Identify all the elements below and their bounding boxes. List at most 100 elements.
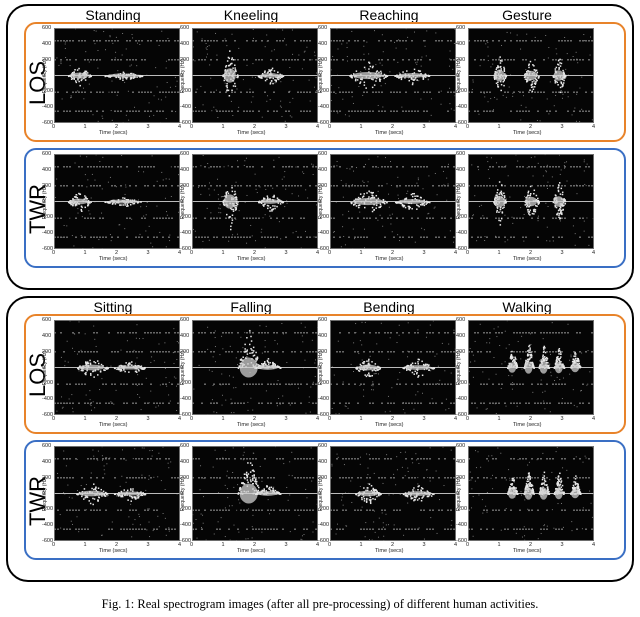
y-tick-label: -600: [318, 120, 330, 126]
x-tick-label: 4: [454, 124, 458, 130]
x-tick-label: 4: [178, 416, 182, 422]
y-tick-label: -600: [456, 538, 468, 544]
x-tick-label: 2: [529, 542, 533, 548]
y-tick-label: -600: [42, 120, 54, 126]
y-tick-label: -400: [42, 230, 54, 237]
x-tick-label: 1: [497, 416, 501, 422]
y-tick-label: -600: [456, 246, 468, 252]
y-tick-label: 600: [42, 317, 52, 323]
spectrogram-twr-gesture: [468, 154, 594, 249]
figure-caption: Fig. 1: Real spectrogram images (after a…: [101, 597, 539, 611]
y-tick-label: 200: [180, 348, 190, 355]
x-tick-label: 0: [466, 250, 470, 256]
x-axis-label: Time (secs): [237, 256, 266, 262]
x-tick-label: 3: [560, 542, 564, 548]
y-tick-label: 0: [42, 198, 46, 205]
y-tick-label: -400: [456, 230, 468, 237]
y-tick-label: 0: [318, 72, 322, 79]
x-tick-label: 0: [190, 124, 194, 130]
y-tick-label: 400: [318, 332, 328, 339]
y-tick-label: 200: [42, 182, 52, 189]
y-tick-label: 0: [180, 72, 184, 79]
x-tick-label: 3: [284, 124, 288, 130]
y-tick-label: -400: [318, 396, 330, 403]
y-tick-label: -400: [318, 230, 330, 237]
y-tick-label: 200: [318, 348, 328, 355]
column-title-bending: Bending: [363, 299, 415, 315]
spectrogram-twr-kneeling: [192, 154, 318, 249]
x-tick-label: 1: [221, 416, 225, 422]
y-tick-label: 600: [180, 317, 190, 323]
y-tick-label: -600: [318, 246, 330, 252]
y-tick-label: -200: [180, 214, 192, 221]
y-tick-label: -400: [456, 396, 468, 403]
y-tick-label: 600: [318, 25, 328, 31]
x-axis-label: Time (secs): [237, 548, 266, 554]
x-tick-label: 2: [253, 416, 257, 422]
y-tick-label: 200: [180, 474, 190, 481]
y-tick-label: 600: [456, 25, 466, 31]
x-tick-label: 1: [221, 542, 225, 548]
x-tick-label: 2: [115, 250, 119, 256]
x-tick-label: 1: [83, 250, 87, 256]
y-tick-label: 600: [318, 317, 328, 323]
column-title-standing: Standing: [85, 7, 141, 23]
y-tick-label: 0: [456, 198, 460, 205]
x-axis-label: Time (secs): [513, 130, 542, 136]
y-tick-label: 200: [42, 348, 52, 355]
y-tick-label: -200: [42, 88, 54, 95]
spectrogram-image: [330, 320, 456, 415]
x-axis-label: Time (secs): [99, 130, 128, 136]
y-tick-label: 0: [180, 198, 184, 205]
x-tick-label: 2: [253, 542, 257, 548]
x-tick-label: 3: [422, 416, 426, 422]
y-tick-label: 400: [42, 458, 52, 465]
y-tick-label: -600: [318, 412, 330, 418]
x-tick-label: 1: [359, 124, 363, 130]
x-tick-label: 2: [115, 416, 119, 422]
x-axis-label: Time (secs): [375, 130, 404, 136]
x-tick-label: 1: [221, 124, 225, 130]
y-tick-label: -200: [318, 380, 330, 387]
x-tick-label: 1: [497, 250, 501, 256]
column-title-gesture: Gesture: [502, 7, 552, 23]
x-tick-label: 1: [83, 124, 87, 130]
spectrogram-los-kneeling: [192, 28, 318, 123]
x-tick-label: 4: [178, 124, 182, 130]
x-tick-label: 0: [190, 250, 194, 256]
x-tick-label: 0: [466, 416, 470, 422]
spectrogram-los-falling: [192, 320, 318, 415]
y-tick-label: 400: [42, 40, 52, 47]
y-tick-label: 400: [42, 332, 52, 339]
y-tick-label: 200: [318, 474, 328, 481]
x-tick-label: 0: [466, 542, 470, 548]
x-tick-label: 3: [422, 124, 426, 130]
x-tick-label: 3: [422, 542, 426, 548]
y-tick-label: 600: [42, 443, 52, 449]
y-tick-label: 0: [42, 364, 46, 371]
x-axis-label: Time (secs): [513, 548, 542, 554]
y-tick-label: -200: [456, 214, 468, 221]
x-tick-label: 1: [83, 542, 87, 548]
y-tick-label: 600: [456, 317, 466, 323]
x-tick-label: 3: [422, 250, 426, 256]
spectrogram-los-reaching: [330, 28, 456, 123]
spectrogram-image: [468, 154, 594, 249]
spectrogram-image: [468, 446, 594, 541]
x-tick-label: 2: [391, 250, 395, 256]
x-tick-label: 0: [52, 542, 56, 548]
spectrogram-los-gesture: [468, 28, 594, 123]
x-tick-label: 3: [146, 416, 150, 422]
x-tick-label: 3: [284, 250, 288, 256]
y-tick-label: 400: [180, 40, 190, 47]
y-tick-label: 400: [318, 40, 328, 47]
y-tick-label: 200: [456, 56, 466, 63]
x-axis-label: Time (secs): [375, 256, 404, 262]
spectrogram-image: [54, 446, 180, 541]
y-tick-label: 600: [318, 443, 328, 449]
spectrogram-image: [54, 28, 180, 123]
x-tick-label: 0: [328, 124, 332, 130]
spectrogram-image: [192, 28, 318, 123]
x-tick-label: 2: [115, 124, 119, 130]
spectrogram-image: [330, 154, 456, 249]
